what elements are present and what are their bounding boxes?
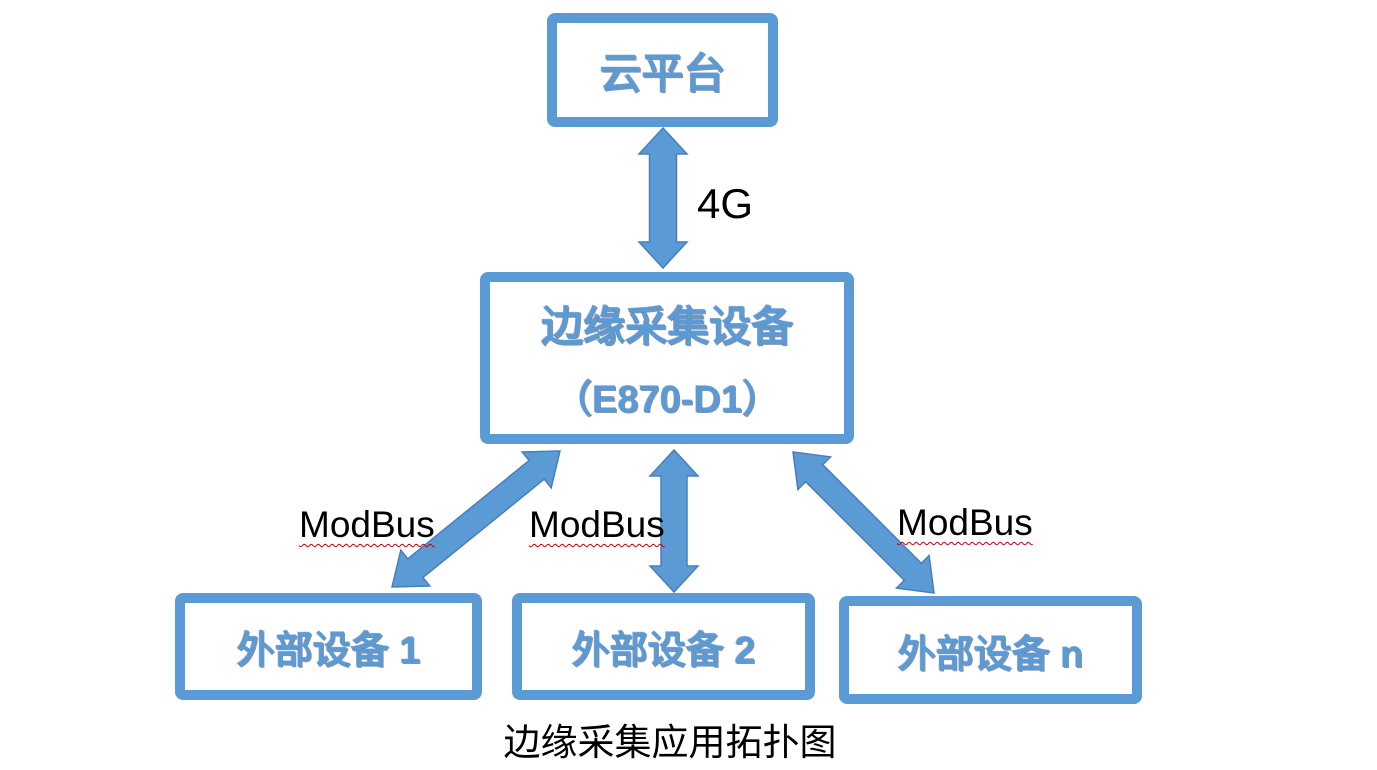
- edge-label-modbus-1: ModBus: [299, 504, 435, 545]
- diagram-caption: 边缘采集应用拓扑图: [503, 723, 837, 764]
- node-external-device-n-label: 外部设备 n: [897, 633, 1084, 676]
- node-edge-collector: 边缘采集设备 （E870-D1）: [480, 272, 854, 444]
- arrow-edge-to-device2-icon: [648, 448, 700, 594]
- arrow-cloud-to-edge-icon: [637, 126, 689, 270]
- arrow-edge-to-device1-icon: [391, 450, 561, 588]
- node-cloud-platform: 云平台: [547, 13, 778, 127]
- node-external-device-n: 外部设备 n: [839, 596, 1142, 704]
- node-external-device-2-label: 外部设备 2: [571, 630, 756, 672]
- edge-label-modbus-2: ModBus: [529, 504, 665, 545]
- edge-label-4g: 4G: [697, 180, 754, 227]
- node-external-device-2: 外部设备 2: [512, 593, 815, 700]
- arrow-edge-to-devicen-icon: [792, 451, 935, 594]
- node-edge-collector-label: 边缘采集设备: [540, 303, 793, 350]
- node-external-device-1: 外部设备 1: [175, 593, 482, 700]
- edge-label-modbus-n: ModBus: [897, 502, 1033, 543]
- node-edge-collector-sublabel: （E870-D1）: [554, 379, 780, 421]
- node-external-device-1-label: 外部设备 1: [236, 630, 421, 672]
- node-cloud-platform-label: 云平台: [599, 49, 726, 97]
